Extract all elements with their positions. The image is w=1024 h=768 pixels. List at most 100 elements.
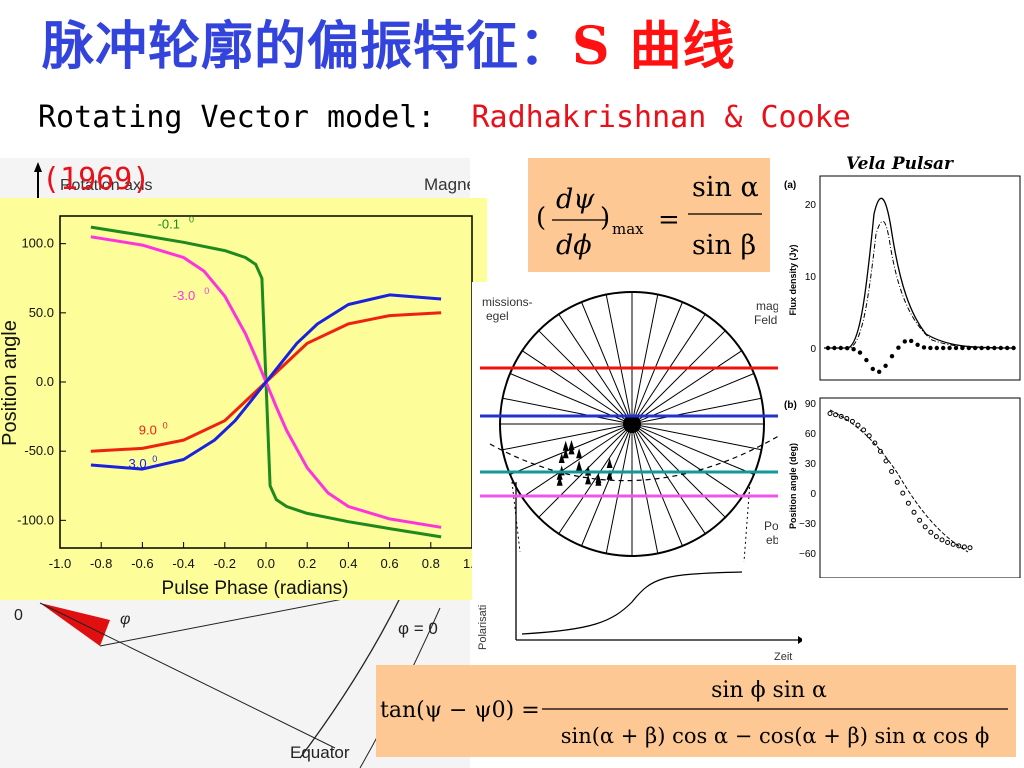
beam-dashed-arc bbox=[489, 433, 783, 482]
phase-wedge bbox=[40, 603, 110, 646]
rotation-axis-label: Rotation axis bbox=[60, 177, 153, 194]
vela-flux-dot bbox=[953, 345, 959, 351]
vela-flux-dot bbox=[825, 345, 831, 351]
rvm-x-tick-label: -0.4 bbox=[172, 556, 194, 571]
beam-spoke bbox=[605, 294, 633, 425]
beam-spoke bbox=[631, 397, 762, 425]
rvm-x-tick-label: 0.6 bbox=[381, 556, 399, 571]
beam-spoke bbox=[631, 350, 743, 425]
beam-arrow-icon bbox=[558, 453, 565, 463]
rvm-y-tick-label: -50.0 bbox=[24, 443, 54, 458]
vela-pa-tick-0: 0 bbox=[810, 489, 816, 500]
vela-pa-dot bbox=[894, 479, 900, 485]
vela-flux-dot bbox=[909, 338, 914, 344]
vela-pa-dot bbox=[866, 433, 872, 439]
vela-flux-dot bbox=[941, 345, 946, 351]
vela-pa-tick-60: 60 bbox=[805, 429, 817, 440]
vela-pa-dot bbox=[917, 517, 923, 523]
vela-pa-tick-90: 90 bbox=[805, 399, 817, 410]
vela-pa-dot bbox=[861, 427, 867, 433]
pole-label-2: eb bbox=[766, 533, 780, 547]
vela-pa-dot bbox=[945, 540, 951, 545]
beam-spoke bbox=[631, 423, 762, 451]
beam-spoke bbox=[538, 330, 633, 425]
vela-flux-dot bbox=[979, 345, 984, 351]
vela-flux-dot bbox=[934, 345, 939, 351]
beam-arrow-icon bbox=[606, 469, 613, 480]
beam-spoke bbox=[521, 350, 633, 425]
beam-spoke bbox=[631, 423, 706, 535]
rvm-series-label: 3.0 bbox=[129, 456, 147, 471]
rvm-series-line bbox=[90, 293, 442, 471]
vela-pa-dot bbox=[855, 422, 861, 428]
vela-flux-tick-10: 10 bbox=[805, 272, 817, 283]
vela-pa-dot bbox=[844, 416, 850, 421]
rvm-x-tick-label: -1.0 bbox=[49, 556, 71, 571]
beam-spoke bbox=[502, 423, 633, 451]
vela-flux-dot bbox=[973, 345, 978, 351]
rvm-chart: -1.0-0.8-0.6-0.4-0.20.00.20.40.60.81.0 1… bbox=[0, 198, 487, 600]
vela-flux-dot bbox=[947, 345, 952, 351]
vela-pa-dot bbox=[849, 418, 855, 424]
vela-flux-dot bbox=[992, 345, 997, 351]
vela-pa-dot bbox=[838, 413, 844, 419]
beam-spoke bbox=[502, 397, 633, 425]
rvm-x-tick-label: -0.2 bbox=[214, 556, 236, 571]
vela-flux-dot bbox=[864, 357, 869, 363]
rvm-y-tick-label: 0.0 bbox=[36, 374, 54, 389]
vela-pa-tick-m30: −30 bbox=[799, 519, 816, 530]
vela-pa-ylabel: Position angle (deg) bbox=[788, 443, 798, 529]
formula-top-close-paren: ) bbox=[600, 203, 610, 233]
vela-flux-dot bbox=[857, 350, 863, 355]
rvm-y-tick-label: -100.0 bbox=[17, 512, 54, 527]
rvm-x-tick-label: -0.6 bbox=[131, 556, 153, 571]
title-main: 脉冲轮廓的偏振特征： bbox=[42, 17, 573, 77]
vela-flux-dot bbox=[896, 345, 901, 350]
vela-flux-dot bbox=[902, 339, 907, 344]
beam-spoke bbox=[581, 423, 633, 547]
vela-flux-dot bbox=[1011, 345, 1016, 351]
formula-bottom-numerator: sin ϕ sin α bbox=[711, 678, 827, 703]
vela-flux-tick-0: 0 bbox=[810, 344, 816, 355]
rvm-series-label-degree: 0 bbox=[189, 214, 194, 224]
formula-top-svg: ( dψ dϕ ) max = sin α sin β bbox=[536, 172, 762, 261]
vela-pa-dot bbox=[827, 411, 833, 416]
vela-pa-model bbox=[829, 409, 969, 553]
vela-flux-dot bbox=[921, 345, 927, 350]
vela-flux-dot bbox=[845, 346, 850, 351]
vela-panel: (a) 20 10 0 Flux density (Jy) (b) 90 60 … bbox=[778, 174, 1024, 578]
beam-spoke bbox=[631, 423, 683, 547]
vela-pa-tick-m60: −60 bbox=[799, 549, 816, 560]
beam-spoke bbox=[631, 423, 659, 554]
formula-bottom-lhs: tan(ψ − ψ0) = bbox=[380, 698, 540, 723]
vela-flux-dot bbox=[838, 345, 843, 351]
vela-flux-linear bbox=[824, 221, 1015, 349]
rvm-series-label: -0.1 bbox=[158, 216, 180, 231]
vela-pa-dot bbox=[956, 543, 962, 549]
beam-spoke bbox=[581, 301, 633, 425]
rvm-chart-background bbox=[0, 198, 487, 600]
rvm-x-tick-label: 0.2 bbox=[298, 556, 316, 571]
vela-flux-frame bbox=[819, 175, 1021, 381]
rvm-series-label-degree: 0 bbox=[152, 454, 157, 464]
formula-top-num-right: sin α bbox=[692, 172, 759, 203]
vela-flux-dot bbox=[889, 354, 895, 359]
subtitle-year: (1969) bbox=[42, 162, 151, 197]
beam-arrow-icon bbox=[568, 440, 575, 450]
rvm-series-label-degree: 0 bbox=[204, 286, 209, 296]
vela-pa-dot bbox=[961, 544, 967, 550]
vela-pa-dot bbox=[967, 545, 973, 551]
vela-pa-dot bbox=[900, 490, 906, 496]
vela-flux-dot bbox=[883, 363, 888, 368]
beam-arrow-icon bbox=[562, 448, 569, 459]
beam-spoke bbox=[631, 330, 726, 425]
vela-pa-dot bbox=[922, 524, 928, 530]
slide-title: 脉冲轮廓的偏振特征：S 曲线 bbox=[42, 4, 1002, 82]
formula-top-num-left: dψ bbox=[556, 184, 595, 215]
formula-top-subscript: max bbox=[612, 220, 644, 238]
beam-arrow-icon bbox=[576, 448, 583, 459]
subtitle-prefix: Rotating Vector model: bbox=[38, 100, 472, 135]
rvm-x-tick-label: -0.8 bbox=[90, 556, 112, 571]
vela-flux-dot bbox=[998, 345, 1003, 351]
vela-pa-frame bbox=[819, 397, 1021, 578]
